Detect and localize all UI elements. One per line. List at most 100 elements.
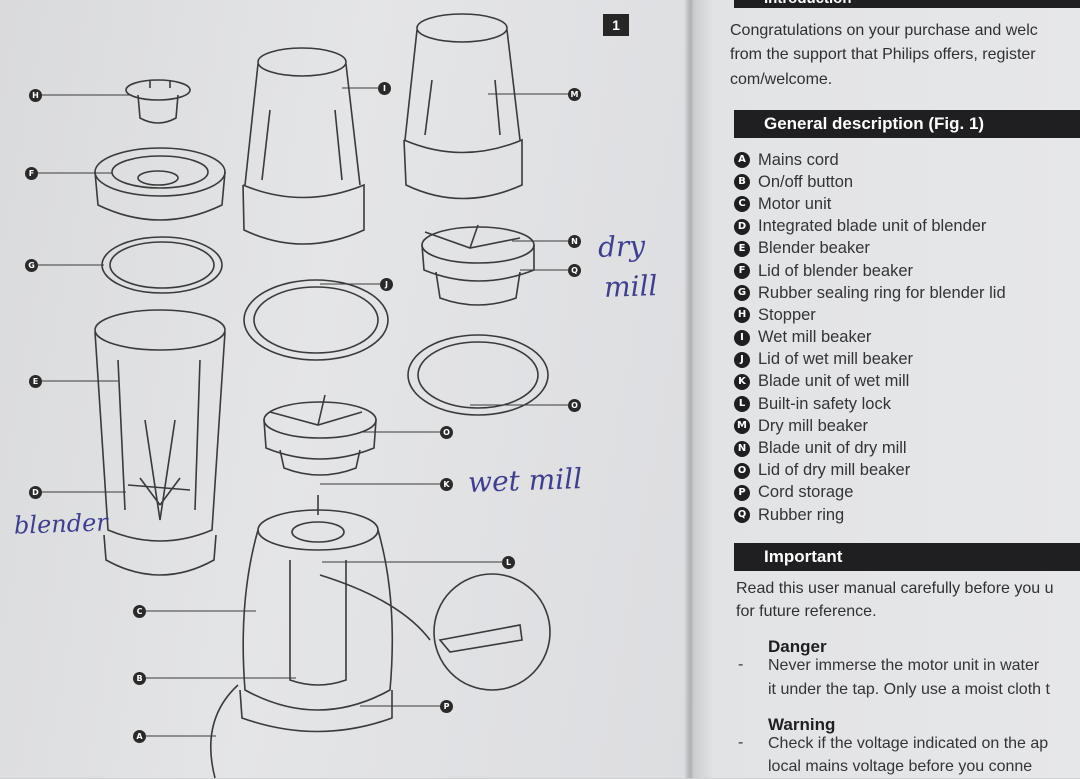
sealing-ring-drawing — [101, 236, 223, 294]
part-item: B On/off button — [734, 171, 1006, 193]
part-letter-badge: K — [734, 373, 750, 390]
danger-line-2: it under the tap. Only use a moist cloth… — [768, 681, 1050, 698]
dry-mill-lid-drawing — [407, 334, 549, 416]
part-letter-badge: B — [734, 174, 750, 191]
handwritten-mill: mill — [603, 269, 658, 304]
part-item: G Rubber sealing ring for blender lid — [734, 282, 1006, 304]
intro-line-3: com/welcome. — [730, 71, 833, 88]
callout-f: F — [25, 167, 38, 180]
part-item: C Motor unit — [734, 193, 1006, 215]
dry-mill-beaker-drawing — [403, 13, 523, 200]
part-label: On/off button — [758, 172, 854, 191]
part-letter-badge: E — [734, 240, 750, 257]
callout-n: N — [568, 235, 581, 248]
wet-mill-lid-drawing — [243, 279, 389, 361]
part-item: K Blade unit of wet mill — [734, 371, 1006, 393]
part-label: Rubber ring — [758, 505, 845, 524]
part-letter-badge: D — [734, 218, 750, 235]
part-label: Lid of wet mill beaker — [758, 350, 913, 369]
warning-line-2: local mains voltage before you conne — [768, 758, 1033, 775]
safety-lock-inset — [433, 573, 551, 691]
wet-mill-beaker-drawing — [242, 47, 365, 245]
part-item: M Dry mill beaker — [734, 415, 1006, 437]
handwritten-blender: blender — [13, 508, 109, 540]
part-label: Lid of blender beaker — [758, 261, 914, 280]
figure-number-badge: 1 — [603, 14, 629, 36]
callout-i: I — [378, 82, 391, 95]
callout-g: G — [25, 259, 38, 272]
part-label: Cord storage — [758, 483, 854, 502]
important-line-1: Read this user manual carefully before y… — [736, 580, 1054, 597]
part-label: Motor unit — [758, 194, 832, 213]
stopper-drawing — [125, 79, 191, 124]
part-letter-badge: J — [734, 351, 750, 368]
part-item: H Stopper — [734, 304, 1006, 326]
page-fold — [684, 0, 694, 778]
part-letter-badge: F — [734, 263, 750, 280]
part-item: Q Rubber ring — [734, 504, 1006, 526]
part-letter-badge: M — [734, 418, 750, 435]
blender-beaker-drawing — [94, 309, 226, 576]
part-letter-badge: O — [734, 462, 750, 479]
part-item: D Integrated blade unit of blender — [734, 216, 1006, 238]
part-letter-badge: L — [734, 396, 750, 413]
important-heading: Important — [734, 543, 1080, 571]
important-line-2: for future reference. — [736, 603, 877, 620]
callout-k: K — [440, 478, 453, 491]
handwritten-dry: dry — [597, 229, 646, 264]
part-label: Blade unit of dry mill — [758, 439, 907, 458]
part-item: P Cord storage — [734, 482, 1006, 504]
part-label: Mains cord — [758, 150, 839, 169]
blender-exploded-illustration — [38, 13, 568, 778]
part-label: Stopper — [758, 305, 816, 324]
callout-h: H — [29, 89, 42, 102]
callout-j: J — [380, 278, 393, 291]
warning-line-1: Check if the voltage indicated on the ap — [768, 735, 1049, 752]
callout-l: L — [502, 556, 515, 569]
part-item: L Built-in safety lock — [734, 393, 1006, 415]
part-item: O Lid of dry mill beaker — [734, 460, 1006, 482]
part-item: N Blade unit of dry mill — [734, 437, 1006, 459]
intro-line-2: from the support that Philips offers, re… — [730, 46, 1036, 63]
danger-line-1: Never immerse the motor unit in water — [768, 657, 1040, 674]
part-label: Wet mill beaker — [758, 328, 872, 347]
motor-unit-drawing — [209, 495, 431, 778]
part-letter-badge: N — [734, 440, 750, 457]
warning-heading: Warning — [768, 715, 836, 734]
part-label: Blade unit of wet mill — [758, 372, 910, 391]
part-item: E Blender beaker — [734, 238, 1006, 260]
dry-mill-blade-drawing — [421, 224, 535, 306]
part-letter-badge: G — [734, 285, 750, 302]
callout-c: C — [133, 605, 146, 618]
part-label: Rubber sealing ring for blender lid — [758, 283, 1006, 302]
handwritten-wet-mill: wet mill — [467, 462, 583, 499]
part-letter-badge: P — [734, 484, 750, 501]
part-label: Blender beaker — [758, 239, 870, 258]
wet-mill-blade-drawing — [263, 394, 377, 476]
part-item: F Lid of blender beaker — [734, 260, 1006, 282]
part-label: Built-in safety lock — [758, 394, 891, 413]
callout-b: B — [133, 672, 146, 685]
intro-line-1: Congratulations on your purchase and wel… — [730, 22, 1038, 39]
part-item: J Lid of wet mill beaker — [734, 349, 1006, 371]
callout-e: E — [29, 375, 42, 388]
part-letter-badge: C — [734, 196, 750, 213]
part-label: Dry mill beaker — [758, 416, 869, 435]
part-label: Integrated blade unit of blender — [758, 217, 987, 236]
callout-o2: O — [440, 426, 453, 439]
callout-m: M — [568, 88, 581, 101]
danger-bullet: - — [738, 656, 744, 673]
callout-a: A — [133, 730, 146, 743]
part-letter-badge: H — [734, 307, 750, 324]
part-label: Lid of dry mill beaker — [758, 461, 911, 480]
part-letter-badge: Q — [734, 507, 750, 524]
warning-bullet: - — [738, 734, 744, 751]
blender-lid-drawing — [94, 147, 226, 221]
general-description-heading: General description (Fig. 1) — [734, 110, 1080, 138]
callout-o: O — [568, 399, 581, 412]
callout-q: Q — [568, 264, 581, 277]
callout-p: P — [440, 700, 453, 713]
